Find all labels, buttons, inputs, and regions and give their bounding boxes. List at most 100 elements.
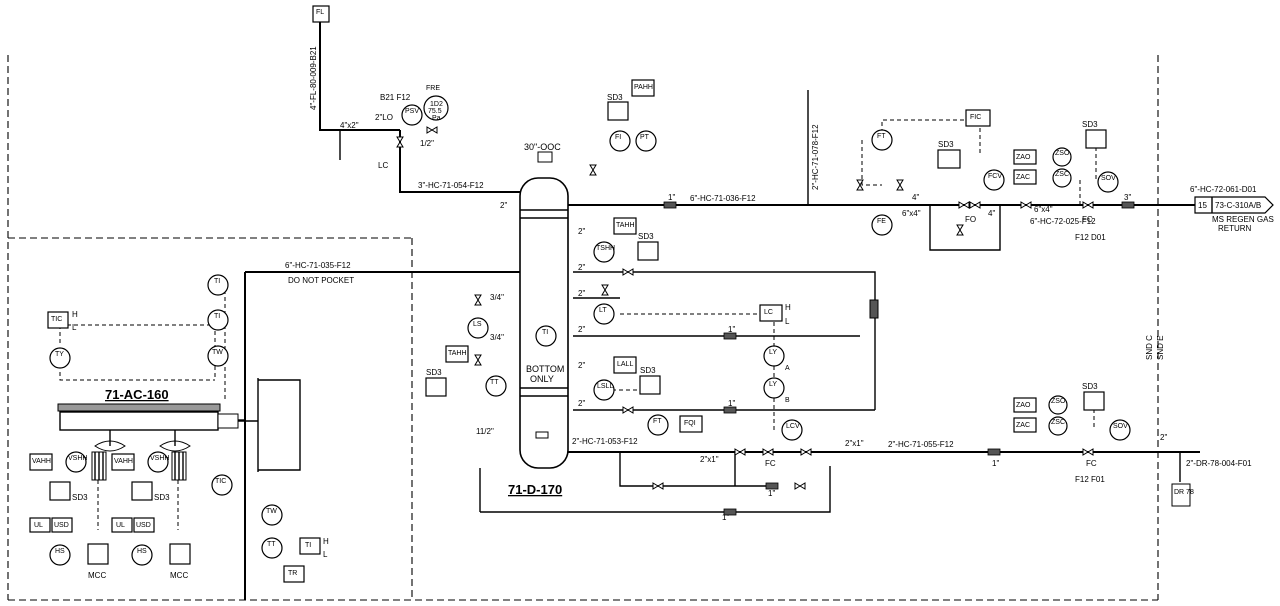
- zac-top: ZAC: [1013, 169, 1037, 185]
- tic-h: H: [72, 310, 78, 319]
- ti-left-2: TI: [207, 309, 229, 331]
- pahh-label: PAHH: [634, 84, 653, 91]
- size-1b: 1": [728, 325, 735, 334]
- fre-bubble: FRE 1D2 75.5 Pa: [423, 85, 449, 122]
- lc-l: L: [785, 317, 790, 326]
- aircooler-71-ac-160: 71-AC-160: [57, 378, 301, 472]
- sov-bottom: SOV: [1109, 419, 1131, 441]
- vshh-2-label: VSHH: [150, 455, 169, 462]
- snd-e: SND E: [1156, 336, 1165, 360]
- line-053: 2"-HC-71-053-F12: [572, 437, 638, 446]
- ti-col: TI: [535, 325, 557, 347]
- lc-h: H: [785, 303, 791, 312]
- size-2d: 2": [578, 289, 585, 298]
- column-nozzle-note: 30"-OOC: [524, 142, 561, 152]
- tic-bubble-left: TIC: [211, 474, 233, 496]
- instruments: FL PSV FRE 1D2 75.5 Pa FI PT PAHH: [29, 5, 1131, 583]
- usd-1: USD: [51, 517, 73, 533]
- vahh-2: VAHH: [111, 453, 135, 471]
- snd-c: SND C: [1145, 335, 1154, 360]
- b21-f12: B21 F12: [380, 93, 411, 102]
- line-035: 6"-HC-71-035-F12: [285, 261, 351, 270]
- fqi-label: FQI: [684, 420, 696, 427]
- ul-1: UL: [29, 517, 51, 533]
- usd-1-label: USD: [54, 522, 69, 529]
- size-6x4b: 6"x4": [1034, 205, 1053, 214]
- fe-bubble: FE: [871, 214, 893, 236]
- f12-f01: F12 F01: [1075, 475, 1105, 484]
- ly-a-suffix: A: [785, 365, 790, 372]
- ti-left-1: TI: [207, 274, 229, 296]
- drain-tag: DR 78: [1174, 489, 1194, 496]
- usd-2: USD: [133, 517, 155, 533]
- lc-label: LC: [764, 309, 773, 316]
- line-054: 3"-HC-71-054-F12: [418, 181, 484, 190]
- tw-left: TW: [207, 345, 229, 367]
- column-71-d-170: 30"-OOC BOTTOM ONLY 71-D-170: [508, 142, 569, 497]
- size-1c: 1": [728, 399, 735, 408]
- pahh-box: PAHH: [631, 79, 655, 97]
- sd3-label-1: SD3: [607, 93, 623, 102]
- fi-label: FI: [615, 134, 621, 141]
- hs-1: HS: [49, 544, 71, 566]
- sd3-bottom-right: SD3: [1082, 382, 1105, 411]
- ft-bottom-label: FT: [653, 418, 662, 425]
- vahh-1-label: VAHH: [32, 458, 51, 465]
- zso-label: ZSO: [1055, 150, 1070, 157]
- size-4: 4": [912, 193, 919, 202]
- vahh-2-label: VAHH: [114, 458, 133, 465]
- zsc-top: ZSC: [1052, 168, 1072, 188]
- size-2lo: 2"LO: [375, 113, 393, 122]
- sd3-col-left: SD3: [425, 368, 447, 397]
- offpage-dest: 73-C-310A/B: [1215, 201, 1261, 210]
- fre-2: 75.5: [428, 108, 442, 115]
- fre-3: Pa: [432, 115, 441, 122]
- sd3-label-7: SD3: [1082, 382, 1098, 391]
- sd3-label-9: SD3: [154, 493, 170, 502]
- lall-box: LALL: [613, 356, 637, 374]
- bottom-only-note: BOTTOM: [526, 364, 564, 374]
- ly-b-label: LY: [769, 381, 777, 388]
- tic-l: L: [72, 323, 77, 332]
- ls-bubble: LS: [467, 317, 489, 339]
- ti-lower-l: L: [323, 550, 328, 559]
- sd3-col-1: SD3: [637, 232, 659, 261]
- size-2x1: 2"x1": [700, 455, 719, 464]
- tt-lower: TT: [261, 537, 283, 559]
- ty-left: TY: [49, 347, 71, 369]
- fo-note: FO: [965, 215, 976, 224]
- fc-note: FC: [765, 459, 776, 468]
- size-6x4: 6"x4": [902, 209, 921, 218]
- lt-bubble: LT: [593, 303, 615, 325]
- mcc-2: MCC: [169, 543, 191, 580]
- zsc-bottom: ZSC: [1048, 416, 1068, 436]
- tahh-top: TAHH: [613, 217, 637, 235]
- fre-title: FRE: [426, 85, 440, 92]
- size-2x1b: 2"x1": [845, 439, 864, 448]
- f12-d01: F12 D01: [1075, 233, 1106, 242]
- ul-2-label: UL: [116, 522, 125, 529]
- fe-label: FE: [877, 218, 886, 225]
- fcv-bubble: FCV: [983, 169, 1005, 191]
- tt-col: TT: [485, 375, 507, 397]
- line-drain: 2"-DR-78-004-F01: [1186, 459, 1252, 468]
- column-tag: 71-D-170: [508, 482, 562, 497]
- lc-box: LC H L: [759, 303, 791, 326]
- ti-lower-box: TI H L: [299, 537, 329, 559]
- offpage-sub2: RETURN: [1218, 224, 1252, 233]
- tt-lower-label: TT: [267, 541, 276, 548]
- lcv-label: LCV: [786, 423, 800, 430]
- bottom-only-note-2: ONLY: [530, 374, 554, 384]
- tshh-bubble: TSHH: [593, 241, 615, 263]
- size-112: 11/2": [476, 427, 494, 436]
- tshh-label: TSHH: [596, 245, 615, 252]
- ti-lower-h: H: [323, 537, 329, 546]
- tr-lower-box: TR: [283, 565, 305, 583]
- usd-2-label: USD: [136, 522, 151, 529]
- pt-label: PT: [640, 134, 650, 141]
- fqi-box: FQI: [679, 415, 703, 433]
- size-12: 1/2": [420, 139, 434, 148]
- fan-motors: [91, 451, 187, 481]
- zao-top: ZAO: [1013, 149, 1037, 165]
